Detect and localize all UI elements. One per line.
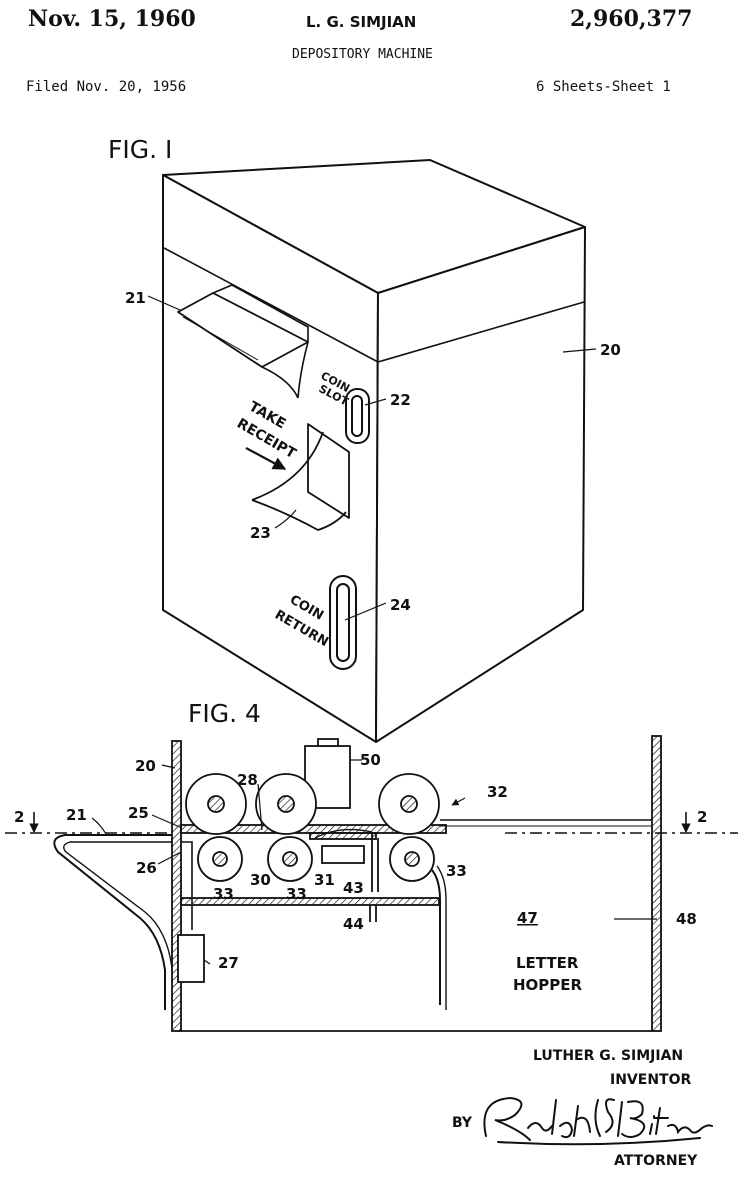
cabinet-side bbox=[375, 226, 586, 743]
svg-text:2: 2 bbox=[697, 808, 707, 826]
sensor-box bbox=[177, 934, 205, 983]
roller-lower-1 bbox=[197, 836, 243, 882]
svg-text:20: 20 bbox=[135, 757, 156, 775]
svg-text:43: 43 bbox=[343, 879, 364, 897]
svg-text:23: 23 bbox=[250, 524, 271, 542]
inventor-role: INVENTOR bbox=[610, 1072, 692, 1088]
svg-text:30: 30 bbox=[250, 871, 271, 889]
svg-text:21: 21 bbox=[125, 289, 146, 307]
patent-date: Nov. 15, 1960 bbox=[28, 6, 196, 32]
housing-left-wall bbox=[171, 740, 182, 1032]
sheet-count: 6 Sheets-Sheet 1 bbox=[536, 79, 671, 95]
inventor-name: LUTHER G. SIMJIAN bbox=[533, 1048, 684, 1064]
fig1-label: FIG. I bbox=[108, 135, 172, 164]
svg-text:33: 33 bbox=[286, 885, 307, 903]
housing-right-wall bbox=[651, 735, 662, 1032]
inventor-header: L. G. SIMJIAN bbox=[306, 13, 417, 31]
attorney-role: ATTORNEY bbox=[614, 1153, 698, 1169]
receipt-opening bbox=[307, 423, 350, 519]
svg-text:24: 24 bbox=[390, 596, 411, 614]
patent-number: 2,960,377 bbox=[570, 6, 693, 32]
svg-text:44: 44 bbox=[343, 915, 364, 933]
svg-text:50: 50 bbox=[360, 751, 381, 769]
svg-text:LETTER: LETTER bbox=[516, 954, 579, 972]
svg-text:HOPPER: HOPPER bbox=[513, 976, 583, 994]
svg-text:20: 20 bbox=[600, 341, 621, 359]
roller-lower-2 bbox=[267, 836, 313, 882]
letter-tray bbox=[53, 834, 172, 1010]
svg-text:26: 26 bbox=[136, 859, 157, 877]
fig1-drawing bbox=[147, 159, 597, 743]
svg-text:27: 27 bbox=[218, 954, 239, 972]
roller-upper-2 bbox=[255, 773, 317, 835]
svg-text:25: 25 bbox=[128, 804, 149, 822]
filed-date: Filed Nov. 20, 1956 bbox=[26, 79, 187, 95]
fig4-drawing bbox=[5, 735, 738, 1032]
fig4-labels: FIG. 4 20 50 28 32 2 2 21 25 26 30 31 33… bbox=[14, 699, 707, 994]
roller-upper-3 bbox=[378, 773, 440, 835]
attorney-signature bbox=[483, 1096, 713, 1146]
by-label: BY bbox=[452, 1115, 473, 1131]
coin-return bbox=[329, 575, 357, 670]
svg-text:2: 2 bbox=[14, 808, 24, 826]
svg-text:48: 48 bbox=[676, 910, 697, 928]
svg-text:22: 22 bbox=[390, 391, 411, 409]
svg-text:31: 31 bbox=[314, 871, 335, 889]
svg-text:33: 33 bbox=[213, 885, 234, 903]
svg-text:47: 47 bbox=[517, 909, 538, 927]
svg-text:28: 28 bbox=[237, 771, 258, 789]
roller-upper-1 bbox=[185, 773, 247, 835]
svg-text:33: 33 bbox=[446, 862, 467, 880]
fig4-label: FIG. 4 bbox=[188, 699, 261, 728]
svg-text:21: 21 bbox=[66, 806, 87, 824]
patent-title: DEPOSITORY MACHINE bbox=[292, 47, 433, 62]
roller-lower-3 bbox=[389, 836, 435, 882]
svg-text:32: 32 bbox=[487, 783, 508, 801]
